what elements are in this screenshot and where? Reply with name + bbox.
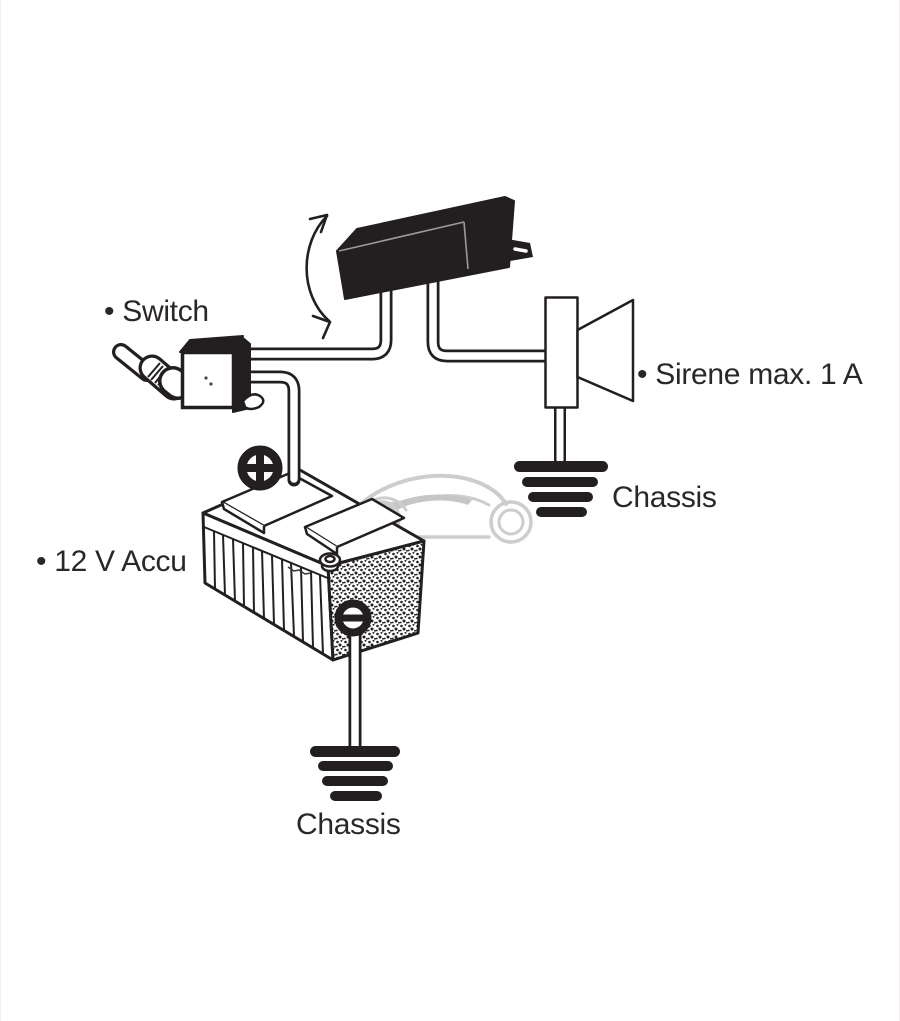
chassis-top-label: Chassis — [612, 481, 717, 514]
battery-cell-covers — [220, 471, 406, 556]
chassis-ground-siren-icon — [514, 461, 608, 517]
wire-switch-to-battery-plus — [244, 370, 301, 487]
toggle-switch — [112, 335, 265, 413]
battery-plus-terminal-icon — [237, 445, 283, 491]
switch-spare-terminal — [241, 393, 265, 411]
wires — [244, 269, 566, 755]
wire-module-to-siren — [426, 273, 557, 363]
battery-vent-cap — [318, 552, 342, 573]
siren-horn — [544, 296, 635, 409]
battery-label: • 12 V Accu — [36, 545, 187, 578]
chassis-bottom-label: Chassis — [296, 808, 401, 841]
battery — [201, 468, 426, 662]
battery-minus-terminal-icon — [334, 599, 372, 637]
switch-label: • Switch — [104, 295, 209, 328]
swing-arrow-icon — [305, 213, 332, 340]
control-module — [336, 196, 533, 300]
battery-ribs — [203, 526, 331, 655]
siren-label: • Sirene max. 1 A — [637, 358, 863, 391]
battery-print-scribble — [287, 566, 312, 575]
left-border-line — [0, 0, 1, 1021]
wire-module-to-switch — [244, 269, 393, 361]
module-tab-slot — [513, 247, 528, 253]
chassis-ground-battery-icon — [310, 746, 400, 801]
